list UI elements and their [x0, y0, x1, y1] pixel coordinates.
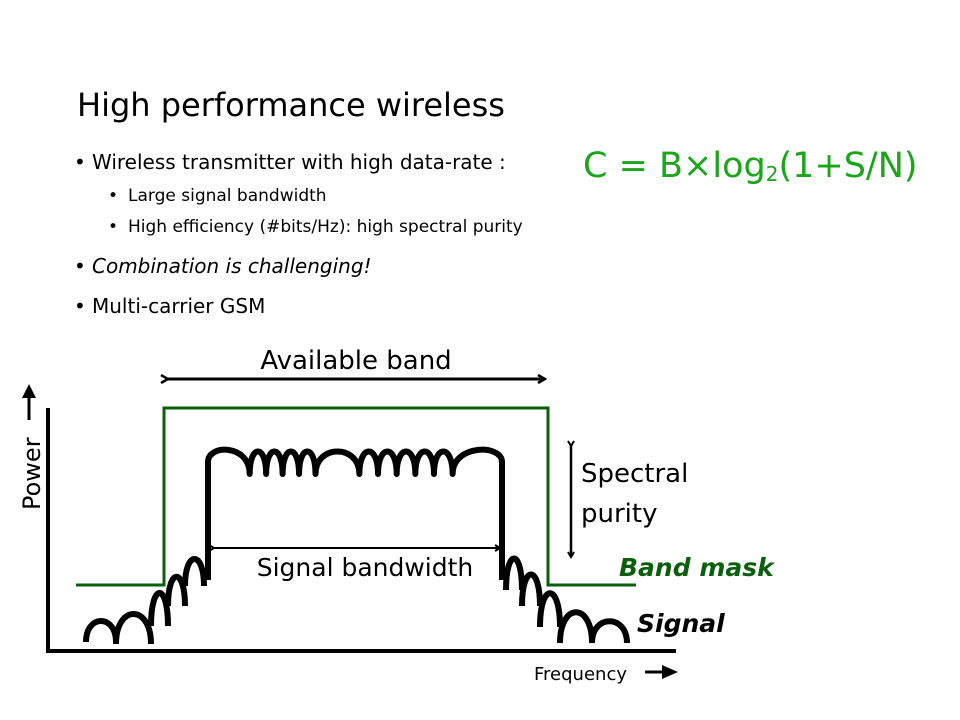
band-mask-line	[76, 406, 636, 587]
y-axis-arrow-icon	[22, 384, 36, 420]
bullet-item: •Wireless transmitter with high data-rat…	[74, 150, 506, 174]
right-side-lobe	[537, 590, 563, 628]
left-side-lobe	[182, 556, 207, 587]
x-axis-arrow-icon	[645, 665, 678, 679]
bullet-glyph: •	[74, 150, 86, 174]
available-band-label: Available band	[260, 346, 451, 376]
bullet-glyph: •	[108, 186, 119, 206]
bullet-text: Combination is challenging!	[92, 254, 372, 278]
band-mask-label: Band mask	[619, 553, 775, 582]
right-side-lobe	[503, 555, 525, 591]
bullet-text: Multi-carrier GSM	[92, 294, 266, 318]
sub-bullet-item: • High efficiency (#bits/Hz): high spectr…	[108, 217, 523, 237]
left-side-lobe	[113, 611, 154, 645]
bullet-glyph: •	[108, 217, 119, 237]
bullet-item: •Multi-carrier GSM	[74, 294, 265, 318]
bullet-glyph: •	[74, 294, 86, 318]
spectral-purity-label-line1: Spectral	[581, 459, 688, 489]
bullet-text: Large signal bandwidth	[128, 186, 327, 206]
in-band-signal	[205, 446, 505, 580]
signal-bandwidth-label: Signal bandwidth	[257, 553, 474, 582]
bullet-text: Wireless transmitter with high data-rate…	[92, 150, 506, 174]
spectral-purity-label-line2: purity	[581, 499, 657, 529]
y-axis-label: Power	[18, 437, 46, 510]
right-side-lobe	[557, 609, 595, 644]
left-side-lobe	[165, 573, 188, 607]
bullet-item: •Combination is challenging!	[74, 254, 372, 278]
slide-title: High performance wireless	[77, 86, 505, 124]
right-side-lobe	[519, 571, 543, 607]
right-side-lobe	[589, 618, 630, 644]
formula-subscript: 2	[765, 162, 779, 186]
signal-spectrum	[83, 446, 630, 645]
left-side-lobe	[148, 590, 171, 627]
formula-rhs: (1+S/N)	[778, 146, 918, 186]
bullet-text: High efficiency (#bits/Hz): high spectra…	[128, 217, 523, 237]
signal-label: Signal	[637, 609, 725, 638]
left-side-lobe	[83, 618, 119, 643]
sub-bullet-item: • Large signal bandwidth	[108, 186, 327, 206]
shannon-formula: C = B×log2(1+S/N)	[583, 146, 918, 186]
formula-lhs: C = B×log	[583, 146, 766, 186]
bullet-glyph: •	[74, 254, 86, 278]
x-axis-label: Frequency	[534, 664, 627, 685]
